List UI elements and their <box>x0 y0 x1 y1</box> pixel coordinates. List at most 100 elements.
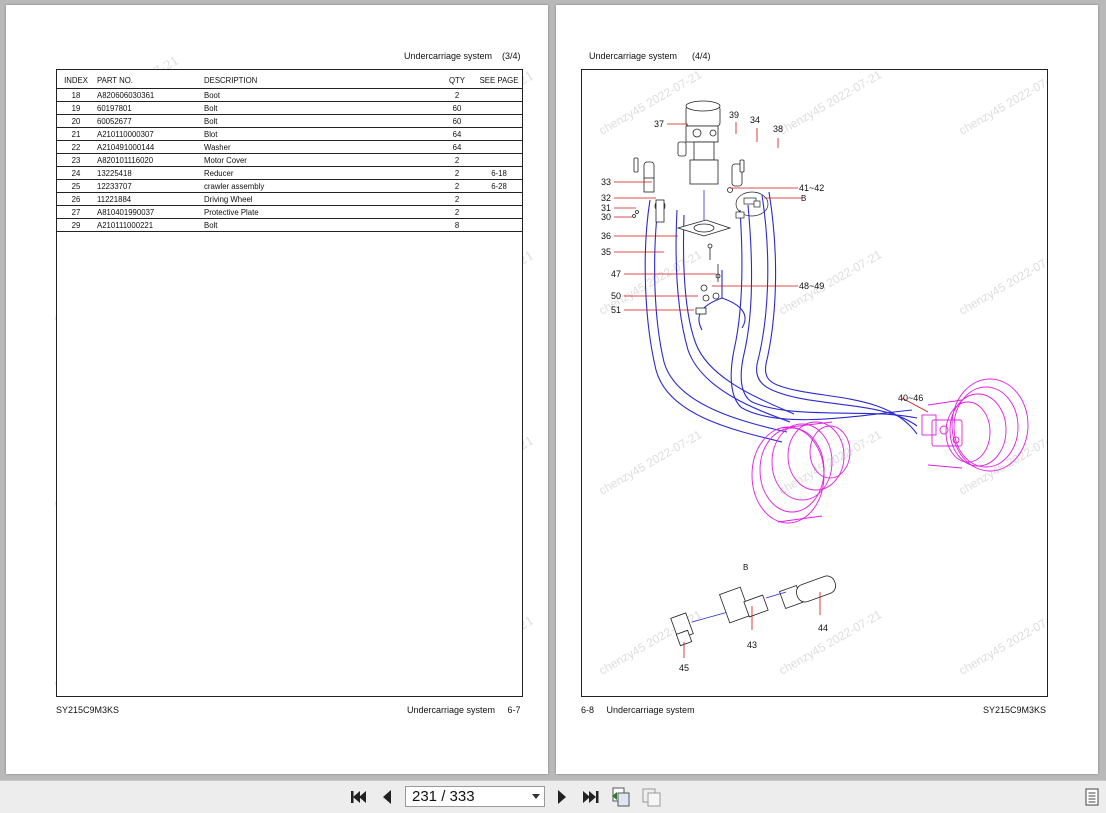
cell-part-no: A810401990037 <box>95 205 202 219</box>
column-header-description: DESCRIPTION <box>202 70 438 89</box>
parts-table: INDEX PART NO. DESCRIPTION QTY SEE PAGE … <box>57 70 522 232</box>
cell-description: Bolt <box>202 114 438 128</box>
callout-48-49: 48~49 <box>799 281 824 291</box>
cell-index: 19 <box>57 101 95 115</box>
page-header: Undercarriage system (4/4) <box>589 51 711 61</box>
footer-model: SY215C9M3KS <box>56 705 120 715</box>
cell-description: Motor Cover <box>202 153 438 167</box>
cell-index: 18 <box>57 88 95 102</box>
callout-31: 31 <box>601 203 611 213</box>
right-travel-motor <box>921 378 1029 472</box>
callout-45: 45 <box>679 663 689 673</box>
cell-qty: 64 <box>438 140 476 154</box>
watermark: chenzy45 2022-07-21 <box>957 70 1048 138</box>
cell-description: Bolt <box>202 218 438 232</box>
part-callouts: 37 39 34 38 33 41~42 B 32 31 30 36 35 47… <box>601 110 923 673</box>
last-page-icon <box>583 791 599 803</box>
header-part: (3/4) <box>502 51 521 61</box>
last-page-button[interactable] <box>580 786 602 808</box>
diagram-frame: chenzy45 2022-07-21 chenzy45 2022-07-21 … <box>581 69 1048 697</box>
callout-47: 47 <box>611 269 621 279</box>
callout-43: 43 <box>747 640 757 650</box>
column-header-see-page: SEE PAGE <box>476 70 522 89</box>
cell-see-page <box>476 192 522 206</box>
column-header-part-no: PART NO. <box>95 70 202 89</box>
copy-page-button[interactable] <box>610 786 632 808</box>
cell-part-no: 13225418 <box>95 166 202 180</box>
document-menu-button[interactable] <box>1081 786 1103 808</box>
detail-b-title: B <box>743 563 748 572</box>
column-header-index: INDEX <box>57 70 95 89</box>
footer-page-number: 6-8 <box>581 705 595 715</box>
cell-see-page <box>476 127 522 141</box>
cell-description: Washer <box>202 140 438 154</box>
callout-50: 50 <box>611 291 621 301</box>
footer-page-number: 6-7 <box>507 705 521 715</box>
exploded-parts-diagram: chenzy45 2022-07-21 chenzy45 2022-07-21 … <box>597 70 1048 678</box>
detail-b-hose-assembly <box>670 575 837 647</box>
cell-index: 27 <box>57 205 95 219</box>
cell-part-no: A820101116020 <box>95 153 202 167</box>
cell-index: 22 <box>57 140 95 154</box>
cell-index: 24 <box>57 166 95 180</box>
page-number-select[interactable]: 231 / 333 <box>405 786 545 807</box>
callout-41-42: 41~42 <box>799 183 824 193</box>
cell-index: 20 <box>57 114 95 128</box>
hydraulic-hoses <box>644 191 918 443</box>
viewer-toolbar: 231 / 333 <box>0 780 1106 813</box>
cell-see-page <box>476 114 522 128</box>
callout-34: 34 <box>750 115 760 125</box>
chevron-down-icon <box>532 794 540 799</box>
left-page: chenzy45 2022-07-21 chenzy45 2022-07-21 … <box>6 5 548 774</box>
cell-qty: 2 <box>438 179 476 193</box>
callout-33: 33 <box>601 177 611 187</box>
footer-title: Undercarriage system <box>606 705 695 715</box>
column-header-qty: QTY <box>438 70 476 89</box>
mounting-plate <box>676 219 732 315</box>
cell-qty: 60 <box>438 101 476 115</box>
watermark: chenzy45 2022-07-21 <box>597 427 705 497</box>
page-indicator: 231 / 333 <box>412 788 475 805</box>
cell-see-page: 6-18 <box>476 166 522 180</box>
previous-page-icon <box>383 790 391 804</box>
callout-35: 35 <box>601 247 611 257</box>
cell-description: Boot <box>202 88 438 102</box>
leader-lines <box>614 122 929 658</box>
cell-index: 23 <box>57 153 95 167</box>
cell-index: 25 <box>57 179 95 193</box>
callout-detail-b: B <box>801 194 806 203</box>
cell-qty: 8 <box>438 218 476 232</box>
cell-part-no: 60197801 <box>95 101 202 115</box>
cell-description: Driving Wheel <box>202 192 438 206</box>
cell-see-page <box>476 140 522 154</box>
rotate-page-button[interactable] <box>640 786 662 808</box>
header-part: (4/4) <box>692 51 711 61</box>
header-title: Undercarriage system <box>589 51 678 61</box>
cell-qty: 2 <box>438 153 476 167</box>
cell-index: 26 <box>57 192 95 206</box>
cell-part-no: 60052677 <box>95 114 202 128</box>
next-page-button[interactable] <box>551 786 573 808</box>
cell-description: Bolt <box>202 101 438 115</box>
first-page-button[interactable] <box>347 786 369 808</box>
cell-part-no: 12233707 <box>95 179 202 193</box>
cell-part-no: A210110000307 <box>95 127 202 141</box>
next-page-icon <box>558 790 566 804</box>
previous-page-button[interactable] <box>376 786 398 808</box>
cell-qty: 2 <box>438 205 476 219</box>
detail-b-fittings <box>735 197 761 219</box>
cell-description: Blot <box>202 127 438 141</box>
copy-page-icon <box>612 787 630 807</box>
watermark: chenzy45 2022-07-21 <box>957 247 1048 317</box>
cell-index: 21 <box>57 127 95 141</box>
callout-51: 51 <box>611 305 621 315</box>
footer-model: SY215C9M3KS <box>983 705 1047 715</box>
